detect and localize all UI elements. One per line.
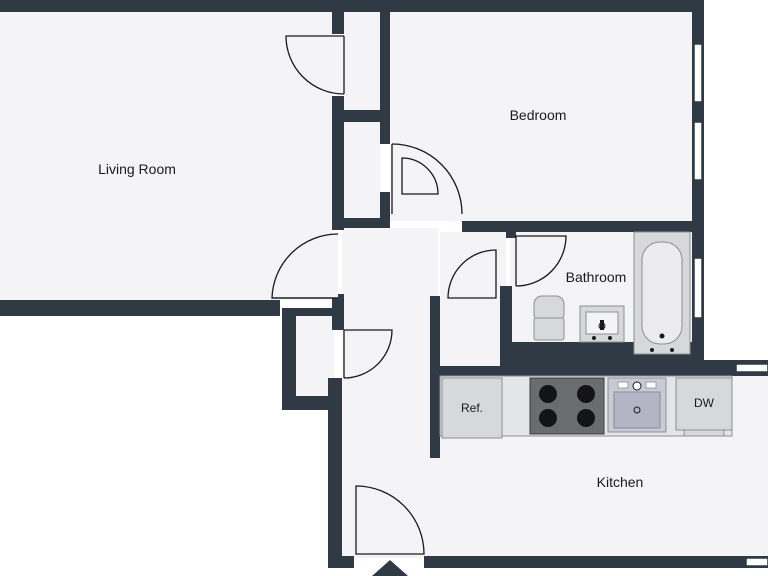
wall-top-left	[0, 0, 344, 12]
dishwasher: DW	[675, 377, 733, 437]
entry-arrow-icon	[372, 560, 408, 576]
window-kitchen-bottom	[745, 557, 768, 567]
windows	[693, 43, 768, 567]
wall-bed-closet-stub	[380, 192, 390, 228]
door-bathroom	[515, 235, 567, 287]
living-room-floor	[0, 12, 332, 300]
door-entry	[355, 485, 425, 555]
wall-bedroom-bottom	[462, 221, 704, 232]
burner	[577, 409, 595, 427]
doors	[271, 35, 567, 555]
wall-bath-left	[500, 286, 512, 366]
wall-living-right-lower	[332, 294, 344, 330]
toilet	[533, 295, 565, 341]
dishwasher-label: DW	[694, 396, 715, 410]
bathroom-sink	[579, 305, 625, 343]
room-label-bedroom: Bedroom	[510, 107, 567, 123]
wall-top-right	[380, 0, 704, 12]
coat-closet-floor	[296, 316, 334, 396]
window-kitchen-top	[735, 363, 768, 373]
kitchen-sink	[607, 377, 667, 433]
wall-coat-closet-left	[282, 308, 296, 410]
wall-coat-closet-top	[282, 308, 334, 316]
wall-bottom-left	[328, 556, 354, 568]
closet-floor-top	[344, 12, 380, 110]
wall-closet-bottom	[344, 218, 380, 228]
door-bath-vestibule	[447, 249, 497, 299]
burner	[539, 385, 557, 403]
bathroom-fixtures	[533, 231, 691, 355]
room-label-living-room: Living Room	[98, 161, 176, 177]
door-coat-closet	[343, 329, 393, 379]
refrigerator: Ref.	[441, 377, 503, 439]
refrigerator-label: Ref.	[461, 401, 483, 415]
window-bedroom-upper	[693, 43, 703, 103]
wall-top-center	[332, 0, 390, 12]
window-bedroom-lower	[693, 121, 703, 181]
wall-hall-left-lower	[328, 378, 342, 568]
wall-living-closet-lower	[332, 96, 344, 230]
bathtub	[633, 231, 691, 355]
burner	[577, 385, 595, 403]
burner	[539, 409, 557, 427]
wall-bottom	[424, 556, 768, 568]
wall-living-closet	[332, 12, 344, 34]
room-label-kitchen: Kitchen	[597, 474, 644, 490]
wall-living-bottom	[0, 300, 280, 316]
closet-floor-mid	[344, 122, 380, 218]
stove	[529, 377, 605, 435]
door-closet-top	[285, 35, 345, 95]
kitchen-fixtures: Ref. DW	[439, 375, 733, 439]
wall-bath-stub	[506, 232, 516, 238]
door-closet-mid	[401, 157, 439, 195]
wall-closet-bedroom	[380, 12, 390, 144]
door-living-room	[271, 233, 339, 299]
wall-bath-vestibule-bottom	[430, 366, 706, 376]
room-labels: Living Room Bedroom Bathroom Kitchen	[98, 107, 643, 490]
wall-closet-divider	[344, 110, 380, 122]
wall-hall-right	[430, 296, 440, 458]
wall-coat-closet-bottom	[282, 396, 342, 410]
room-label-bathroom: Bathroom	[566, 269, 627, 285]
window-bathroom	[693, 257, 703, 319]
